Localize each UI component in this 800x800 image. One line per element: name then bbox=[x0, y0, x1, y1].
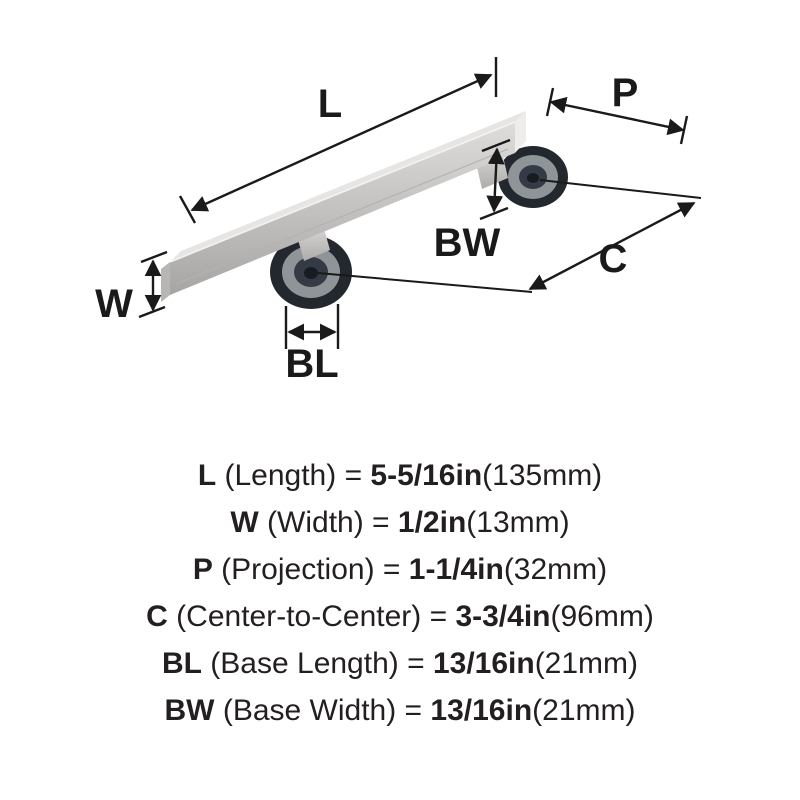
spec-value: 3-3/4in bbox=[455, 600, 551, 633]
dim-BW-arrow bbox=[486, 147, 505, 213]
spec-line-length: L (Length) = 5-5/16in(135mm) bbox=[0, 452, 800, 499]
dim-label-C: C bbox=[599, 237, 628, 281]
spec-line-base-width: BW (Base Width) = 13/16in(21mm) bbox=[0, 687, 800, 734]
spec-label: C bbox=[146, 600, 168, 633]
spec-name: (Length) = bbox=[216, 459, 371, 492]
dim-projection-P bbox=[545, 87, 689, 145]
dim-C-arrow bbox=[528, 201, 696, 291]
spec-label: P bbox=[192, 553, 213, 586]
dim-length-L bbox=[178, 57, 498, 224]
spec-metric: (13mm) bbox=[466, 506, 570, 539]
spec-label: BL bbox=[161, 647, 202, 680]
spec-line-width: W (Width) = 1/2in(13mm) bbox=[0, 499, 800, 546]
dimension-lines bbox=[138, 57, 702, 349]
bar-left-end-cap bbox=[161, 262, 170, 302]
spec-name: (Center-to-Center) = bbox=[167, 600, 456, 633]
spec-value: 13/16in bbox=[432, 647, 535, 680]
dim-width-W bbox=[138, 250, 168, 319]
spec-name: (Base Width) = bbox=[214, 694, 431, 727]
spec-metric: (21mm) bbox=[534, 647, 639, 680]
spec-value: 1-1/4in bbox=[408, 553, 504, 586]
spec-list: L (Length) = 5-5/16in(135mm) W (Width) =… bbox=[0, 452, 800, 734]
left-base-center-dot bbox=[304, 267, 318, 279]
spec-name: (Width) = bbox=[258, 506, 398, 539]
spec-label: BW bbox=[164, 694, 215, 727]
dim-label-P: P bbox=[612, 71, 639, 115]
bar-right-end-cap bbox=[515, 111, 526, 153]
spec-name: (Base Length) = bbox=[201, 647, 433, 680]
spec-metric: (135mm) bbox=[482, 459, 603, 492]
dimension-diagram: L P BW C W BL bbox=[95, 57, 702, 386]
dim-W-top-tick bbox=[140, 250, 168, 264]
spec-label: L bbox=[197, 459, 217, 492]
spec-metric: (96mm) bbox=[550, 600, 654, 633]
spec-value: 5-5/16in bbox=[370, 459, 483, 492]
dim-P-arrow bbox=[549, 96, 685, 136]
dim-center-to-center-C bbox=[317, 179, 702, 293]
spec-value: 13/16in bbox=[430, 694, 533, 727]
dim-base-width-BW bbox=[479, 138, 511, 221]
spec-metric: (21mm) bbox=[532, 694, 636, 727]
left-base bbox=[270, 235, 352, 309]
spec-line-base-length: BL (Base Length) = 13/16in(21mm) bbox=[0, 640, 800, 687]
right-base bbox=[498, 146, 568, 208]
dim-C-right-extension bbox=[539, 179, 702, 199]
dim-L-arrow bbox=[190, 73, 493, 212]
dim-C-left-extension bbox=[317, 272, 533, 293]
spec-line-center-to-center: C (Center-to-Center) = 3-3/4in(96mm) bbox=[0, 593, 800, 640]
spec-value: 1/2in bbox=[397, 506, 467, 539]
spec-label: W bbox=[230, 506, 259, 539]
spec-line-projection: P (Projection) = 1-1/4in(32mm) bbox=[0, 546, 800, 593]
dim-label-W: W bbox=[95, 282, 133, 326]
dim-base-length-BL bbox=[284, 304, 340, 349]
dim-label-BW: BW bbox=[434, 221, 501, 265]
dim-label-BL: BL bbox=[285, 342, 338, 386]
right-base-center-dot bbox=[527, 173, 539, 183]
dim-label-L: L bbox=[318, 82, 342, 126]
spec-name: (Projection) = bbox=[212, 553, 409, 586]
spec-metric: (32mm) bbox=[503, 553, 608, 586]
dim-L-left-tick bbox=[178, 195, 197, 224]
